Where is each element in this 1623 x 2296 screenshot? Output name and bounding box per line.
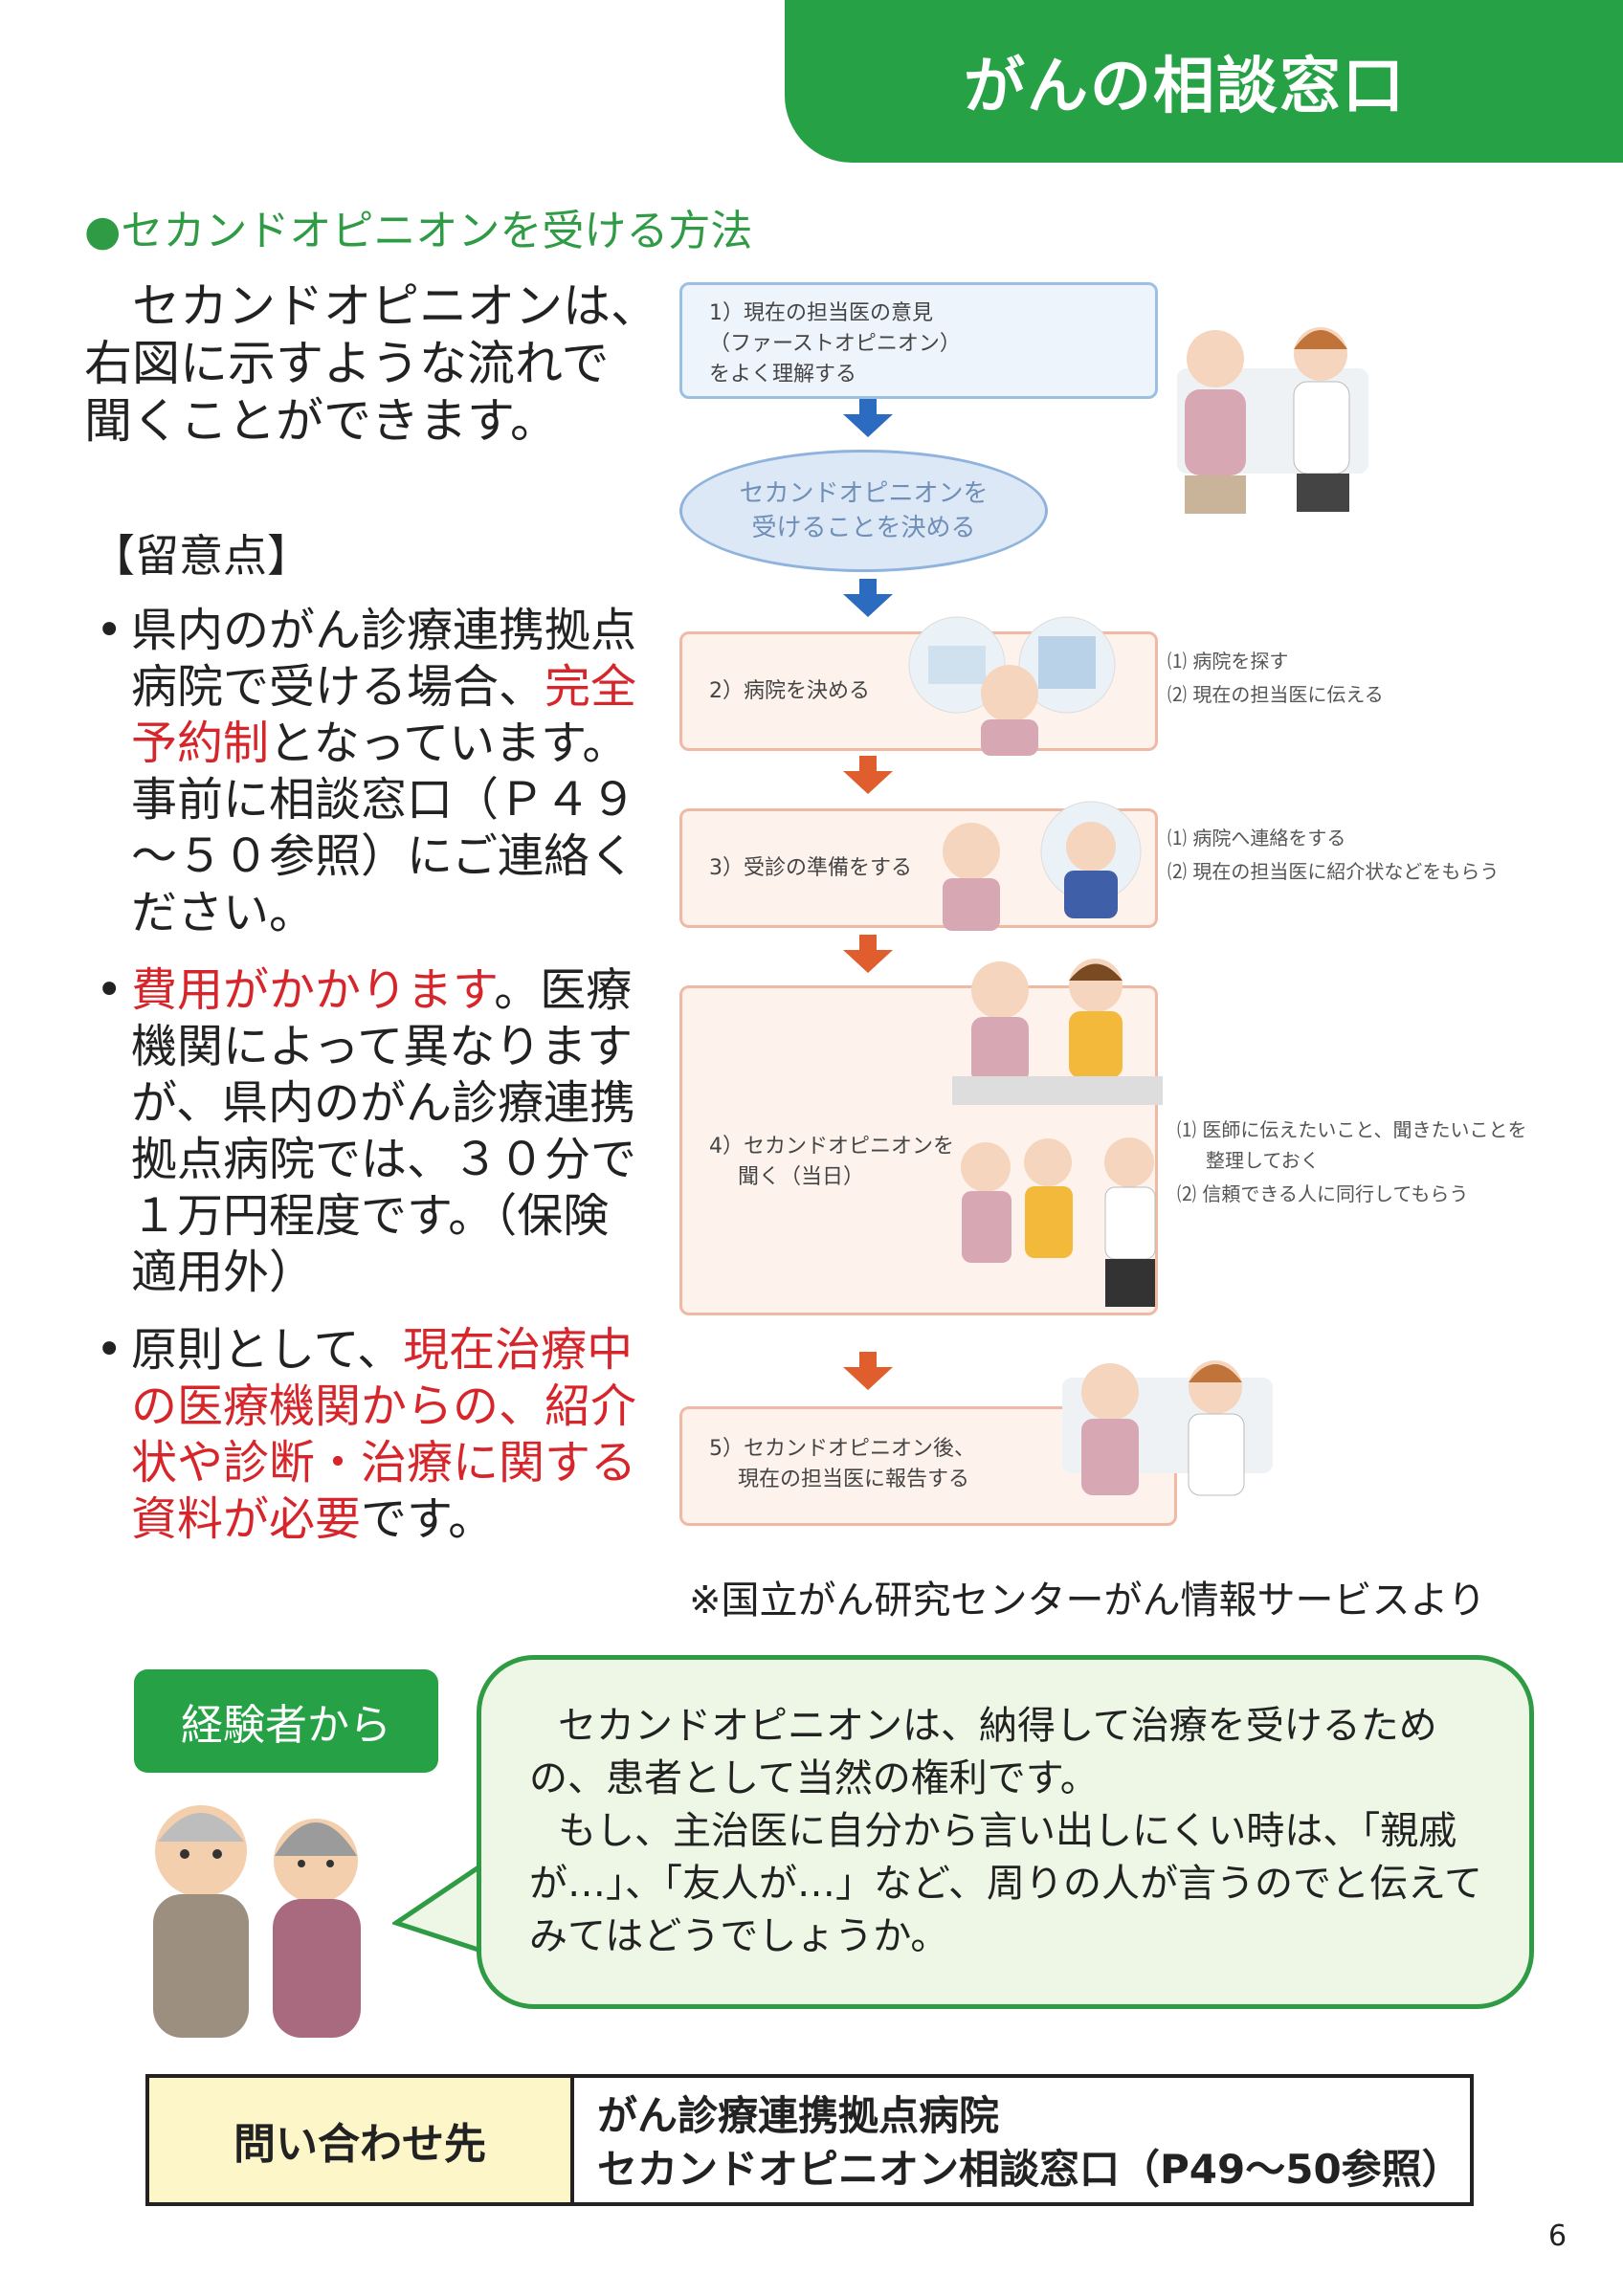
intro-line: セカンドオピニオンは、 (132, 278, 658, 334)
experience-text: もし、主治医に自分から言い出しにくい時は、「親戚が…」、「友人が…」など、周りの… (529, 1809, 1482, 1958)
decide-label: 受けることを決める (751, 514, 976, 542)
notes-list: 県内のがん診療連携拠点病院で受ける場合、完全予約制となっています。事前に相談窓口… (91, 603, 646, 1569)
intro-line: 右図に示すような流れで (84, 336, 610, 391)
speech-bubble-tail (392, 1861, 486, 1954)
contact-value: がん診療連携拠点病院 セカンドオピニオン相談窓口（P49～50参照） (574, 2078, 1470, 2202)
contact-line: セカンドオピニオン相談窓口（P49～50参照） (597, 2146, 1462, 2193)
note-highlight: 完全予約制 (131, 660, 637, 770)
contact-table: 問い合わせ先 がん診療連携拠点病院 セカンドオピニオン相談窓口（P49～50参照… (145, 2074, 1474, 2206)
flow-arrow (859, 1352, 877, 1367)
experience-bubble: セカンドオピニオンは、納得して治療を受けるための、患者として当然の権利です。 も… (477, 1655, 1534, 2009)
step-note: 整理しておく (1206, 1149, 1320, 1172)
intro-line: 聞くことができます。 (84, 393, 558, 449)
step-note: ⑵ 信頼できる人に同行してもらう (1177, 1182, 1469, 1205)
decide-oval: セカンドオピニオンを受けることを決める (679, 450, 1048, 572)
note-text: 。医療機関によって異なりますが、県内のがん診療連携拠点病院では、３０分で１万円程… (131, 963, 637, 1299)
flow-arrow (843, 594, 893, 617)
step-label: 聞く（当日） (738, 1165, 865, 1189)
step-label: 5）セカンドオピニオン後、 (709, 1437, 975, 1461)
note-text: です。 (361, 1492, 495, 1546)
step-label: 3）受診の準備をする (709, 856, 912, 880)
note-highlight: 費用がかかります (131, 963, 495, 1017)
decide-label: セカンドオピニオンを (739, 479, 989, 508)
source-note: ※国立がん研究センターがん情報サービスより (689, 1578, 1486, 1623)
flow-arrow (859, 935, 877, 950)
step-label: （ファーストオピニオン） (709, 332, 961, 356)
step-note: ⑴ 医師に伝えたいこと、聞きたいことを (1177, 1118, 1527, 1141)
patient-doctor-illustration (1177, 327, 1368, 514)
step-label: 1）現在の担当医の意見 (709, 301, 933, 325)
notes-title: 【留意点】 (91, 530, 311, 582)
step-note: ⑵ 現在の担当医に紹介状などをもらう (1167, 860, 1500, 883)
note-item: 原則として、現在治療中の医療機関からの、紹介状や診断・治療に関する資料が必要です… (91, 1322, 646, 1548)
flow-chart: 1）現在の担当医の意見 （ファーストオピニオン） をよく理解する セカンドオピニ… (670, 273, 1560, 1535)
step-label: 現在の担当医に報告する (738, 1468, 970, 1491)
flow-arrow (859, 756, 877, 771)
intro-text: セカンドオピニオンは、 右図に示すような流れで 聞くことができます。 (84, 277, 658, 450)
experience-badge: 経験者から (134, 1669, 438, 1773)
header-tab: がんの相談窓口 (785, 0, 1623, 163)
step-label: 2）病院を決める (709, 679, 870, 703)
contact-label: 問い合わせ先 (149, 2078, 574, 2202)
note-highlight: 現在治療中の医療機関からの、紹介状や診断・治療に関する資料が必要 (131, 1323, 637, 1546)
note-text: となっています。事前に相談窓口（Ｐ４９～５０参照）にご連絡ください。 (131, 717, 637, 939)
report-illustration (1062, 1360, 1273, 1496)
consultation-illustration (952, 959, 1163, 1307)
phone-call-illustration (943, 801, 1142, 931)
page-title: がんの相談窓口 (964, 52, 1406, 122)
step-label: をよく理解する (709, 363, 857, 386)
elderly-couple-illustration (153, 1805, 361, 2038)
note-text: 原則として、 (131, 1323, 404, 1377)
contact-line: がん診療連携拠点病院 (597, 2092, 1000, 2139)
note-item: 県内のがん診療連携拠点病院で受ける場合、完全予約制となっています。事前に相談窓口… (91, 603, 646, 941)
step-label: 4）セカンドオピニオンを (709, 1135, 954, 1159)
flow-arrow (859, 399, 877, 414)
note-text: 県内のがん診療連携拠点病院で受ける場合、 (131, 604, 637, 714)
note-item: 費用がかかります。医療機関によって異なりますが、県内のがん診療連携拠点病院では、… (91, 962, 646, 1301)
hospital-search-illustration (908, 616, 1116, 756)
page-number: 6 (1548, 2219, 1567, 2253)
step-note: ⑴ 病院へ連絡をする (1167, 827, 1346, 850)
flow-arrow (843, 1367, 893, 1390)
section-heading: ●セカンドオピニオンを受ける方法 (84, 207, 753, 255)
flow-arrow (843, 771, 893, 794)
step-note: ⑵ 現在の担当医に伝える (1167, 683, 1384, 706)
flow-arrow (843, 414, 893, 437)
flow-arrow (859, 579, 877, 594)
flow-step-1: 1）現在の担当医の意見 （ファーストオピニオン） をよく理解する (679, 282, 1158, 399)
experience-text: セカンドオピニオンは、納得して治療を受けるための、患者として当然の権利です。 (529, 1704, 1437, 1800)
step-note: ⑴ 病院を探す (1167, 650, 1289, 673)
flow-arrow (843, 950, 893, 973)
